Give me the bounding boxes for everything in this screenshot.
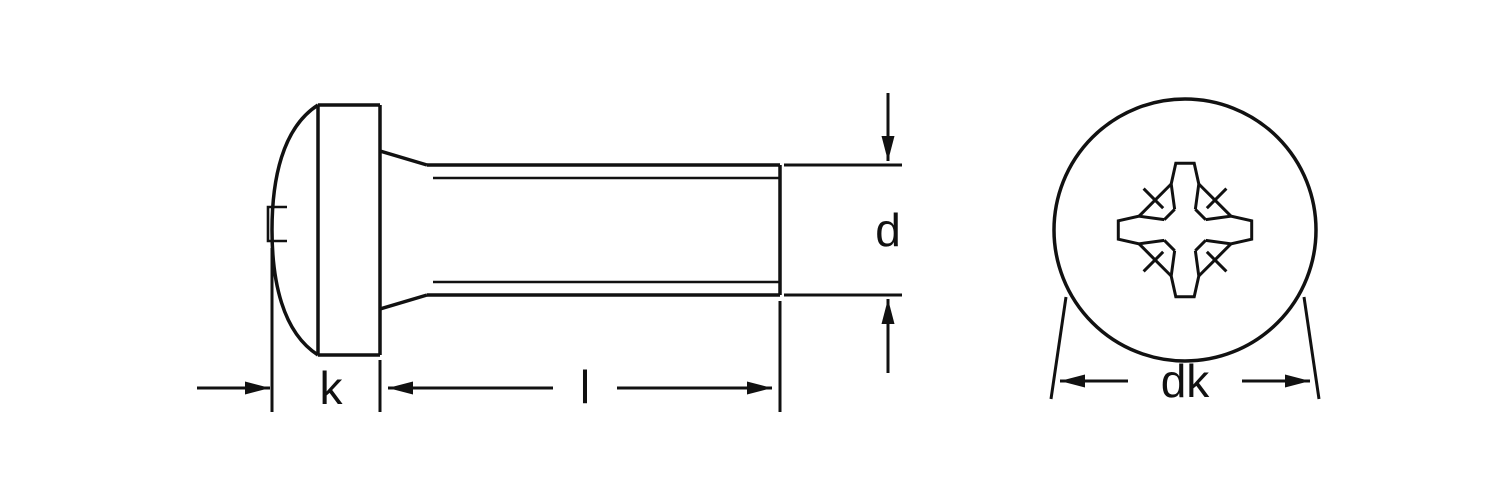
- dimension-label-k: k: [320, 362, 344, 414]
- dimension-dk: dk: [1049, 296, 1321, 407]
- dimension-k: k: [197, 248, 382, 414]
- dimension-label-dk: dk: [1161, 355, 1211, 407]
- recess-center: [1194, 239, 1207, 252]
- recess-arm: [1169, 161, 1201, 210]
- recess-diagonal: [1137, 242, 1157, 261]
- recess-center: [1163, 208, 1176, 221]
- screw-head-circle: [1052, 97, 1318, 363]
- screw-neck: [379, 293, 428, 311]
- extension-line: [1302, 296, 1321, 400]
- screw-head-dome: [270, 103, 319, 357]
- screw-side-view: k l d: [197, 93, 902, 414]
- recess-diagonal: [1154, 182, 1173, 202]
- dimension-label-d: d: [875, 204, 901, 256]
- dimension-l: l: [388, 301, 782, 413]
- recess-diagonal: [1137, 199, 1157, 218]
- screw-top-view: dk: [1049, 97, 1321, 407]
- screw-neck: [379, 149, 428, 167]
- extension-line: [1049, 296, 1068, 400]
- recess-diagonal: [1197, 182, 1216, 202]
- recess-tick: [1205, 250, 1228, 273]
- recess-diagonal: [1197, 258, 1216, 278]
- phillips-recess: [1116, 161, 1254, 299]
- recess-arm: [1169, 250, 1201, 299]
- recess-center: [1163, 239, 1176, 252]
- recess-tick: [1205, 187, 1228, 210]
- recess-tick: [1142, 250, 1165, 273]
- dimension-label-l: l: [580, 361, 590, 413]
- dimension-d: d: [784, 93, 902, 373]
- recess-diagonal: [1154, 258, 1173, 278]
- recess-center: [1194, 208, 1207, 221]
- recess-tick: [1142, 187, 1165, 210]
- recess-diagonal: [1213, 242, 1233, 261]
- recess-arm: [1205, 214, 1254, 246]
- recess-side-notch: [266, 205, 287, 243]
- recess-arm: [1116, 214, 1165, 246]
- recess-diagonal: [1213, 199, 1233, 218]
